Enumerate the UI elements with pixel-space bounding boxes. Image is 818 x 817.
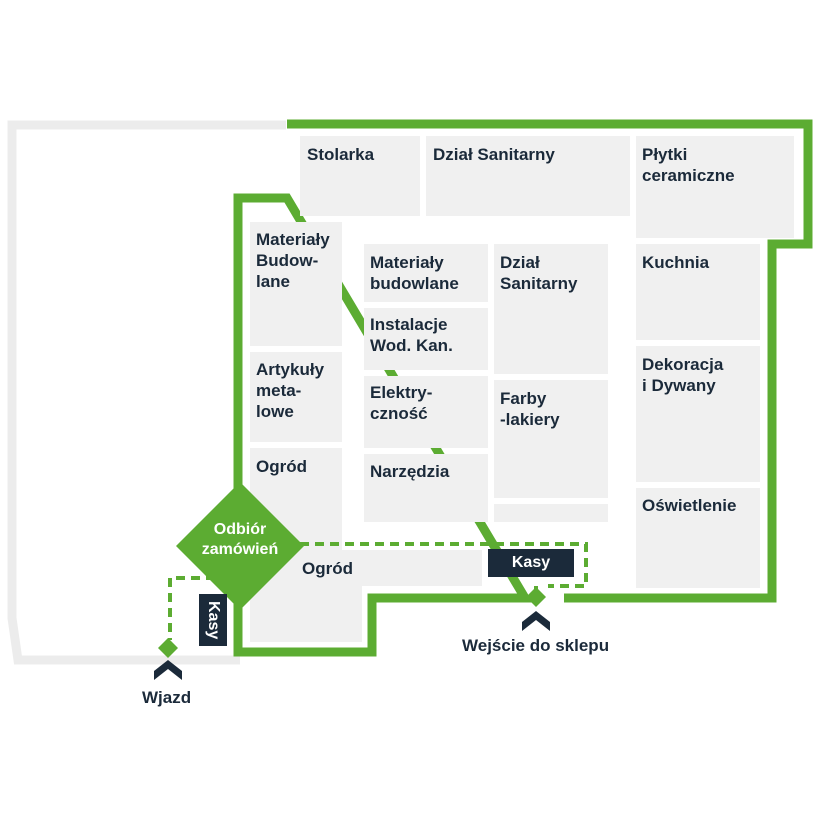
dept-dzial-sanitarny-mid[interactable]: Dział Sanitarny [500,253,578,293]
dept-stolarka[interactable]: Stolarka [307,145,375,164]
dept-block-dekoracja [636,346,760,482]
store-entrance-chevron-up-icon [522,611,550,631]
dept-block-narzedzia [364,454,488,522]
dept-dzial-sanitarny-top[interactable]: Dział Sanitarny [433,145,555,164]
dept-narzedzia[interactable]: Narzędzia [370,462,450,481]
store-entry-diamond-icon [526,587,546,607]
pickup-point-marker[interactable] [176,482,304,610]
dept-ogrod-left[interactable]: Ogród [256,457,307,476]
dept-dekoracja[interactable]: Dekoracja i Dywany [642,355,724,395]
dept-block-materialy-mid [364,244,488,302]
drive-entrance-label: Wjazd [142,688,192,707]
store-entrance-label: Wejście do sklepu [462,636,610,655]
dept-block-instalacje [364,308,488,370]
dept-block-small [494,504,608,522]
dept-block-kuchnia [636,244,760,340]
dept-block-materialy-left [250,222,342,346]
dept-oswietlenie[interactable]: Oświetlenie [642,496,737,515]
dept-block-plytki [636,136,794,238]
pickup-label: Odbiór zamówień [201,521,279,558]
dept-kuchnia[interactable]: Kuchnia [642,253,710,272]
checkout-side-badge[interactable]: Kasy [199,594,227,646]
dept-plytki-ceramiczne[interactable]: Płytki ceramiczne [642,145,735,185]
dept-block-ogrod-bottom [250,534,482,642]
dept-block-sanitarny-mid [494,244,608,374]
drive-entrance-chevron-up-icon [154,660,182,680]
dept-instalacje[interactable]: Instalacje Wod. Kan. [370,315,453,355]
store-outline [233,119,813,657]
dept-block-artykuly [250,352,342,442]
dept-block-farby [494,380,608,498]
dept-farby-lakiery[interactable]: Farby -lakiery [500,389,560,429]
dept-block-sanitarny-top [426,136,630,216]
dept-materialy-budowlane-mid[interactable]: Materiały budowlane [370,253,459,293]
dept-materialy-budowlane-left[interactable]: Materiały Budow- lane [256,230,330,291]
dept-block-stolarka [300,136,420,216]
dept-ogrod-bottom[interactable]: Ogród [302,559,353,578]
dept-block-elektrycznosc [364,376,488,448]
parking-area-outline [7,120,286,665]
dept-artykuly-metalowe[interactable]: Artykuły meta- lowe [256,360,325,421]
dept-elektrycznosc[interactable]: Elektry- czność [370,383,433,423]
checkout-main-badge[interactable]: Kasy [488,549,574,577]
drive-entry-diamond-icon [158,638,178,658]
dept-block-oswietlenie [636,488,760,588]
pickup-route [270,542,588,588]
